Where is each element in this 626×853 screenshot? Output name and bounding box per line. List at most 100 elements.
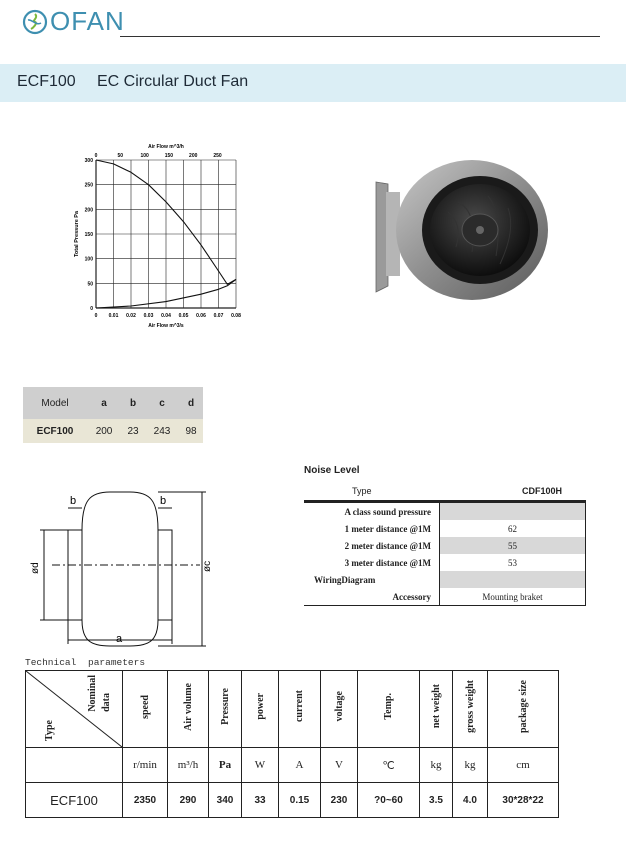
noise-row-label: 2 meter distance @1M bbox=[304, 537, 440, 554]
title-band: ECF100 EC Circular Duct Fan bbox=[0, 64, 626, 102]
x-tick-label: 0.02 bbox=[126, 313, 136, 319]
x-axis-label: Air Flow m^3/s bbox=[148, 323, 184, 329]
noise-row-value: 53 bbox=[439, 554, 586, 571]
fan-swirl-icon bbox=[22, 9, 48, 34]
col-c: c bbox=[144, 387, 180, 419]
corner-nominal: Nominal bbox=[87, 675, 98, 712]
label-d: ød bbox=[30, 562, 41, 574]
noise-row-label: WiringDiagram bbox=[304, 571, 440, 588]
table-row: A class sound pressure bbox=[304, 503, 586, 520]
y-tick-label: 150 bbox=[85, 232, 94, 238]
x-top-tick-label: 100 bbox=[140, 153, 149, 159]
value-cell: 3.5 bbox=[419, 782, 453, 818]
logo-text: OFAN bbox=[50, 6, 125, 36]
tech-label: Technical parameters bbox=[25, 657, 146, 668]
col-b: b bbox=[121, 387, 145, 419]
table-row: 1 meter distance @1M 62 bbox=[304, 520, 586, 537]
y-tick-label: 0 bbox=[90, 306, 93, 312]
value-cell: 230 bbox=[320, 782, 358, 818]
col-temp: Temp. bbox=[357, 670, 420, 748]
tech-unit-row: r/min m³/h Pa W A V ℃ kg kg cm bbox=[25, 747, 559, 783]
corner-type: Type bbox=[44, 720, 55, 741]
unit-cell: cm bbox=[487, 747, 559, 783]
cell-d: 98 bbox=[179, 419, 203, 443]
noise-header: Type CDF100H bbox=[304, 483, 586, 503]
dimension-drawing: b b ød øc a bbox=[30, 491, 213, 647]
col-label: Temp. bbox=[383, 693, 394, 720]
diagonal-line bbox=[26, 671, 122, 747]
cell-a: 200 bbox=[87, 419, 122, 443]
series-line bbox=[95, 159, 237, 285]
table-row: 3 meter distance @1M 53 bbox=[304, 554, 586, 571]
value-cell: 0.15 bbox=[278, 782, 321, 818]
unit-cell: r/min bbox=[122, 747, 168, 783]
value-cell: 340 bbox=[208, 782, 242, 818]
unit-cell: Pa bbox=[208, 747, 242, 783]
col-label: net weight bbox=[430, 684, 442, 729]
x-tick-label: 0.08 bbox=[231, 313, 241, 319]
cell-model: ECF100 bbox=[23, 419, 87, 443]
y-axis-label: Total Pressure Pa bbox=[74, 210, 80, 257]
unit-cell: ℃ bbox=[357, 747, 420, 783]
corner-data: data bbox=[101, 693, 112, 712]
value-cell: 4.0 bbox=[452, 782, 488, 818]
col-current: current bbox=[278, 670, 321, 748]
col-label: package size bbox=[517, 679, 529, 734]
noise-row-value bbox=[439, 503, 586, 520]
y-tick-label: 100 bbox=[85, 257, 94, 263]
cell-c: 243 bbox=[144, 419, 180, 443]
product-title: EC Circular Duct Fan bbox=[97, 73, 249, 90]
y-tick-label: 50 bbox=[87, 281, 93, 287]
noise-row-value: Mounting braket bbox=[439, 588, 586, 606]
label-c: øc bbox=[202, 561, 213, 572]
col-voltage: voltage bbox=[320, 670, 358, 748]
col-model: Model bbox=[23, 387, 87, 419]
col-label: Pressure bbox=[219, 688, 231, 725]
table-row: ECF100 2350 290 340 33 0.15 230 ?0~60 3.… bbox=[25, 782, 559, 818]
table-row: ECF100 200 23 243 98 bbox=[23, 419, 203, 443]
noise-type-label: Type bbox=[352, 486, 372, 496]
x-tick-label: 0.01 bbox=[109, 313, 119, 319]
noise-table: A class sound pressure 1 meter distance … bbox=[304, 503, 586, 606]
label-b-left: b bbox=[70, 495, 76, 507]
unit-cell: kg bbox=[419, 747, 453, 783]
col-label: speed bbox=[139, 694, 151, 719]
x-top-tick-label: 200 bbox=[189, 153, 198, 159]
label-b-right: b bbox=[160, 495, 166, 507]
unit-cell: kg bbox=[452, 747, 488, 783]
x-tick-label: 0.03 bbox=[144, 313, 154, 319]
model-code: ECF100 bbox=[17, 73, 76, 90]
y-tick-label: 200 bbox=[85, 207, 94, 213]
x-top-axis-label: Air Flow m^3/h bbox=[148, 144, 184, 150]
unit-cell: V bbox=[320, 747, 358, 783]
col-pressure: Pressure bbox=[208, 670, 242, 748]
value-cell: 30*28*22 bbox=[487, 782, 559, 818]
header-rule bbox=[120, 36, 600, 37]
noise-row-value bbox=[439, 571, 586, 588]
x-tick-label: 0.04 bbox=[161, 313, 171, 319]
series-line bbox=[95, 278, 237, 309]
noise-row-label: A class sound pressure bbox=[304, 503, 440, 520]
unit-cell: A bbox=[278, 747, 321, 783]
value-cell: ?0~60 bbox=[357, 782, 420, 818]
x-top-tick-label: 150 bbox=[165, 153, 174, 159]
x-top-tick-label: 250 bbox=[213, 153, 222, 159]
value-cell: 33 bbox=[241, 782, 279, 818]
cell-b: 23 bbox=[121, 419, 145, 443]
tech-table: Type Nominal data speed Air volume Press… bbox=[25, 670, 559, 818]
col-label: Air volume bbox=[182, 682, 194, 731]
col-package-size: package size bbox=[487, 670, 559, 748]
noise-row-value: 62 bbox=[439, 520, 586, 537]
value-cell: 290 bbox=[167, 782, 209, 818]
x-top-tick-label: 50 bbox=[118, 153, 124, 159]
x-tick-label: 0 bbox=[95, 313, 98, 319]
table-row: WiringDiagram bbox=[304, 571, 586, 588]
noise-title: Noise Level bbox=[304, 465, 360, 476]
value-cell: 2350 bbox=[122, 782, 168, 818]
col-a: a bbox=[87, 387, 122, 419]
col-label: gross weight bbox=[464, 680, 476, 733]
col-air-volume: Air volume bbox=[167, 670, 209, 748]
noise-row-label: Accessory bbox=[304, 588, 440, 606]
col-net-weight: net weight bbox=[419, 670, 453, 748]
